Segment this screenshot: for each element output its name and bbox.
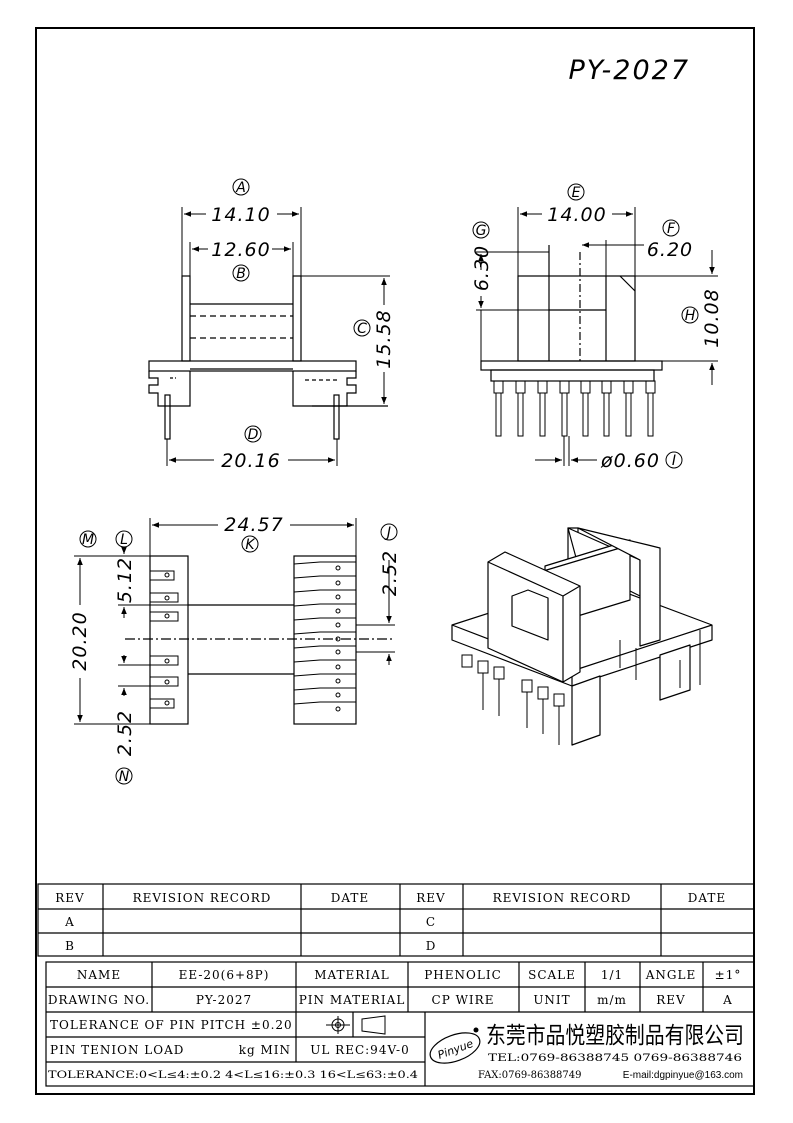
name-value: EE-20(6+8P) — [179, 968, 270, 982]
angle-label: ANGLE — [645, 968, 696, 982]
scale-value: 1/1 — [601, 968, 623, 982]
dimension-c: 15.58 — [373, 309, 395, 368]
rev-b: B — [65, 939, 75, 953]
unit-label: UNIT — [533, 993, 570, 1007]
company-tel: TEL:0769-86388745 0769-86388746 — [488, 1053, 742, 1064]
marker-d: D — [248, 427, 259, 443]
logo-text: Pinyue — [436, 1037, 475, 1062]
marker-f: F — [667, 221, 676, 237]
company-name: 东莞市品悦塑胶制品有限公司 — [486, 1023, 744, 1049]
company-logo: Pinyue — [429, 1027, 481, 1064]
projection-symbol-icon — [326, 1015, 386, 1035]
bottom-view-dimensions — [74, 518, 395, 725]
marker-circles-side — [472, 183, 699, 469]
date-header-right: DATE — [688, 891, 726, 905]
bottom-view-left-slots — [150, 570, 179, 709]
bottom-view-right-slots — [293, 561, 356, 712]
rev-c: C — [426, 915, 436, 929]
dimension-a: 14.10 — [211, 204, 270, 226]
rev-a: A — [64, 915, 75, 929]
dimension-h: 10.08 — [701, 288, 723, 347]
marker-l: L — [120, 532, 128, 548]
isometric-view — [451, 527, 713, 746]
scale-label: SCALE — [528, 968, 576, 982]
dimension-l: 5.12 — [114, 557, 136, 603]
dimension-j: 2.52 — [379, 550, 401, 596]
marker-i: I — [672, 453, 676, 469]
general-tolerance: TOLERANCE:0<L≤4:±0.2 4<L≤16:±0.3 16<L≤63… — [48, 1070, 418, 1081]
name-label: NAME — [77, 968, 121, 982]
marker-j: J — [384, 525, 391, 541]
dimension-d: 20.16 — [221, 450, 280, 472]
marker-k: K — [245, 537, 256, 553]
side-view-pins — [493, 380, 656, 437]
marker-n: N — [119, 769, 130, 785]
material-label: MATERIAL — [314, 968, 389, 982]
marker-m: M — [82, 532, 94, 548]
marker-circles-front — [232, 178, 371, 443]
rev-label: REV — [656, 993, 685, 1007]
bottom-view — [125, 555, 395, 725]
revision-record-header-right: REVISION RECORD — [493, 891, 632, 905]
marker-b: B — [236, 266, 246, 282]
revision-record-header-left: REVISION RECORD — [133, 891, 272, 905]
rev-header-left: REV — [55, 891, 84, 905]
dimension-k: 24.57 — [224, 514, 283, 536]
dimension-b: 12.60 — [211, 239, 270, 261]
title-block-grid — [45, 961, 755, 1087]
material-value: PHENOLIC — [424, 968, 502, 982]
side-view — [480, 245, 663, 382]
pin-tension-unit: kg MIN — [239, 1043, 291, 1057]
dimension-e: 14.00 — [547, 204, 606, 226]
ul-rec: UL REC:94V-0 — [310, 1043, 409, 1057]
marker-a: A — [235, 180, 246, 196]
marker-h: H — [685, 308, 696, 324]
drawing-title: PY-2027 — [568, 55, 690, 86]
dimension-f: 6.20 — [647, 239, 693, 261]
revision-table — [37, 883, 755, 957]
dimension-i: ø0.60 — [600, 450, 660, 472]
side-view-dimensions — [476, 207, 718, 466]
rev-value: A — [722, 993, 733, 1007]
isometric-pins — [461, 630, 701, 745]
marker-c: C — [357, 321, 367, 337]
marker-e: E — [572, 185, 581, 201]
angle-value: ±1° — [715, 968, 742, 982]
rev-header-right: REV — [416, 891, 445, 905]
pin-pitch-tolerance: TOLERANCE OF PIN PITCH ±0.20 — [50, 1018, 293, 1032]
rev-d: D — [426, 939, 437, 953]
pin-tension-label: PIN TENION LOAD — [50, 1043, 184, 1057]
sheet-border — [35, 27, 755, 1095]
date-header-left: DATE — [331, 891, 369, 905]
marker-circles-bottom — [79, 523, 398, 785]
marker-g: G — [476, 223, 487, 239]
drawing-no-value: PY-2027 — [196, 993, 252, 1007]
front-view-dimensions — [166, 207, 390, 466]
pin-material-label: PIN MATERIAL — [299, 993, 406, 1007]
dimension-n: 2.52 — [114, 710, 136, 756]
front-view — [148, 275, 388, 440]
unit-value: m/m — [597, 993, 627, 1007]
company-email: E-mail:dgpinyue@163.com — [623, 1070, 743, 1081]
dimension-g: 6.30 — [471, 245, 493, 291]
pin-material-value: CP WIRE — [432, 993, 495, 1007]
dimension-m: 20.20 — [69, 611, 91, 670]
drawing-no-label: DRAWING NO. — [48, 993, 150, 1007]
company-fax: FAX:0769-86388749 — [478, 1070, 582, 1081]
